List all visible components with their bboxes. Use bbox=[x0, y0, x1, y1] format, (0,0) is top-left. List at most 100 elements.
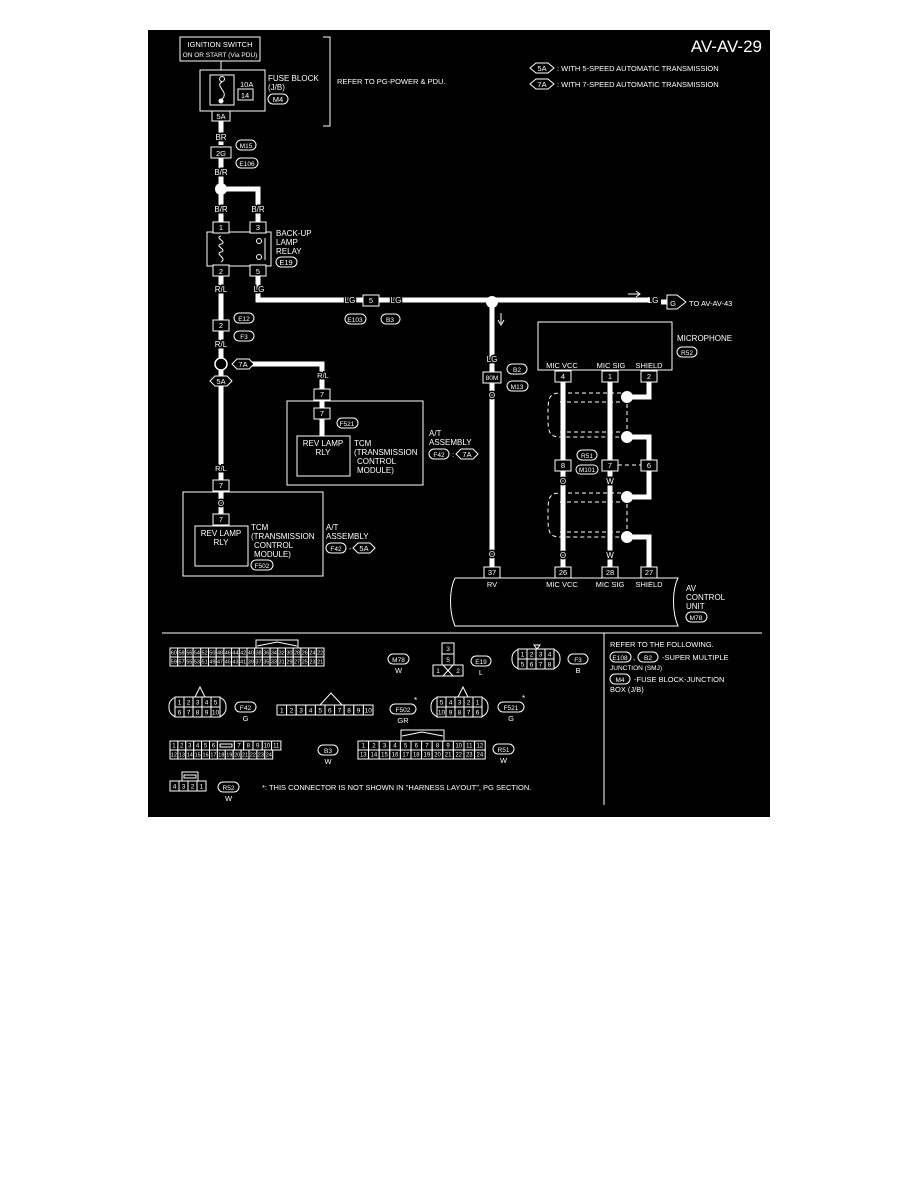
svg-text:80M: 80M bbox=[486, 375, 499, 382]
svg-text:12: 12 bbox=[171, 753, 177, 759]
svg-text:G: G bbox=[243, 714, 249, 723]
svg-text:5A: 5A bbox=[216, 377, 225, 386]
svg-text:7: 7 bbox=[320, 390, 324, 399]
svg-text:12: 12 bbox=[477, 744, 484, 750]
svg-text:(J/B): (J/B) bbox=[268, 83, 285, 92]
svg-text:B: B bbox=[575, 666, 580, 675]
tag-5a: 5A bbox=[209, 375, 233, 387]
svg-text:8: 8 bbox=[548, 662, 552, 669]
svg-text:31: 31 bbox=[279, 660, 285, 666]
svg-text:26: 26 bbox=[559, 568, 567, 577]
svg-text:9: 9 bbox=[205, 710, 209, 717]
svg-text:16: 16 bbox=[202, 753, 208, 759]
svg-text:37: 37 bbox=[488, 568, 496, 577]
svg-text:8: 8 bbox=[247, 744, 251, 750]
svg-text:B2: B2 bbox=[513, 367, 521, 374]
svg-text:TCM: TCM bbox=[354, 439, 372, 448]
svg-text:27: 27 bbox=[294, 660, 300, 666]
svg-text:R51: R51 bbox=[498, 747, 510, 754]
svg-text:BACK-UP: BACK-UP bbox=[276, 229, 312, 238]
svg-text:O: O bbox=[489, 391, 495, 400]
svg-text:29: 29 bbox=[286, 660, 292, 666]
svg-text:56: 56 bbox=[186, 651, 192, 657]
svg-text:7: 7 bbox=[338, 708, 342, 715]
svg-text:F42: F42 bbox=[240, 705, 252, 712]
svg-text:(TRANSMISSION: (TRANSMISSION bbox=[251, 532, 315, 541]
svg-text:ASSEMBLY: ASSEMBLY bbox=[326, 532, 369, 541]
svg-text:7: 7 bbox=[608, 461, 612, 470]
svg-text:3: 3 bbox=[256, 223, 260, 232]
svg-text:4: 4 bbox=[173, 784, 177, 791]
svg-text:1: 1 bbox=[219, 223, 223, 232]
svg-text:W: W bbox=[324, 757, 332, 766]
svg-text:3: 3 bbox=[458, 700, 462, 707]
svg-text:24: 24 bbox=[309, 651, 315, 657]
svg-text:F521: F521 bbox=[340, 421, 355, 428]
svg-text:M15: M15 bbox=[240, 143, 253, 150]
svg-text:M4: M4 bbox=[273, 95, 283, 104]
svg-text:O: O bbox=[560, 477, 566, 486]
svg-text:2: 2 bbox=[191, 784, 195, 791]
svg-text:40: 40 bbox=[248, 651, 254, 657]
legend-5a: 5A : WITH 5-SPEED AUTOMATIC TRANSMISSION bbox=[529, 62, 719, 74]
svg-text:F502: F502 bbox=[255, 563, 270, 570]
svg-text:MICROPHONE: MICROPHONE bbox=[677, 334, 732, 343]
svg-text:O: O bbox=[218, 499, 224, 508]
svg-text::: : bbox=[452, 450, 454, 459]
svg-text:10: 10 bbox=[438, 710, 446, 717]
svg-text:9: 9 bbox=[449, 710, 453, 717]
svg-text:5: 5 bbox=[521, 662, 525, 669]
svg-text:E19: E19 bbox=[475, 659, 487, 666]
page-title: AV-AV-29 bbox=[691, 37, 762, 56]
svg-text:3: 3 bbox=[196, 700, 200, 707]
svg-text:5: 5 bbox=[446, 657, 450, 664]
svg-text:E106: E106 bbox=[239, 161, 255, 168]
svg-text:7: 7 bbox=[219, 515, 223, 524]
svg-text:49: 49 bbox=[209, 660, 215, 666]
svg-text:MIC SIG: MIC SIG bbox=[596, 580, 625, 589]
svg-text:B2: B2 bbox=[644, 655, 652, 662]
svg-text:MODULE): MODULE) bbox=[254, 550, 291, 559]
svg-text:20: 20 bbox=[234, 753, 240, 759]
svg-text:W: W bbox=[395, 666, 403, 675]
svg-text:5A: 5A bbox=[537, 64, 546, 73]
svg-text:57: 57 bbox=[178, 660, 184, 666]
svg-text:45: 45 bbox=[225, 660, 231, 666]
svg-text:CONTROL: CONTROL bbox=[254, 541, 294, 550]
svg-text:1: 1 bbox=[476, 700, 480, 707]
refer-bracket bbox=[323, 36, 331, 127]
svg-text:2: 2 bbox=[467, 700, 471, 707]
svg-text:-FUSE BLOCK-JUNCTION: -FUSE BLOCK-JUNCTION bbox=[634, 675, 724, 684]
svg-text:55: 55 bbox=[186, 660, 192, 666]
footnote: *: THIS CONNECTOR IS NOT SHOWN IN "HARNE… bbox=[262, 783, 531, 792]
backup-lamp-relay: 1 3 2 5 BACK-UP LAMP RELAY E19 bbox=[206, 221, 312, 277]
svg-text:CONTROL: CONTROL bbox=[357, 457, 397, 466]
svg-text:B/R: B/R bbox=[214, 205, 228, 214]
svg-text:21: 21 bbox=[242, 753, 248, 759]
svg-text:4: 4 bbox=[561, 372, 565, 381]
svg-text:5A: 5A bbox=[359, 544, 368, 553]
svg-text:B3: B3 bbox=[324, 748, 332, 755]
direction-arrow-right bbox=[628, 290, 641, 298]
svg-text:R/L: R/L bbox=[215, 340, 228, 349]
tag-7a: 7A bbox=[231, 358, 255, 370]
svg-text:5: 5 bbox=[440, 700, 444, 707]
svg-text:24: 24 bbox=[477, 753, 484, 759]
svg-text:F3: F3 bbox=[240, 334, 248, 341]
svg-text:ON OR START (Via PDU): ON OR START (Via PDU) bbox=[183, 52, 258, 59]
svg-text:UNIT: UNIT bbox=[686, 602, 705, 611]
svg-text:LG: LG bbox=[345, 296, 356, 305]
svg-text:F42: F42 bbox=[433, 452, 445, 459]
direction-arrow-down bbox=[497, 313, 505, 326]
svg-text:30: 30 bbox=[286, 651, 292, 657]
svg-text:6: 6 bbox=[328, 708, 332, 715]
svg-text:6: 6 bbox=[415, 744, 419, 750]
svg-text:10: 10 bbox=[212, 710, 220, 717]
svg-text:LG: LG bbox=[254, 285, 265, 294]
svg-text:39: 39 bbox=[248, 660, 254, 666]
svg-text:48: 48 bbox=[217, 651, 223, 657]
svg-text:B3: B3 bbox=[386, 317, 394, 324]
svg-text:3: 3 bbox=[383, 744, 387, 750]
connector-b2-m13: LG 80M B2 M13 O O bbox=[482, 354, 529, 561]
svg-text:8: 8 bbox=[436, 744, 440, 750]
